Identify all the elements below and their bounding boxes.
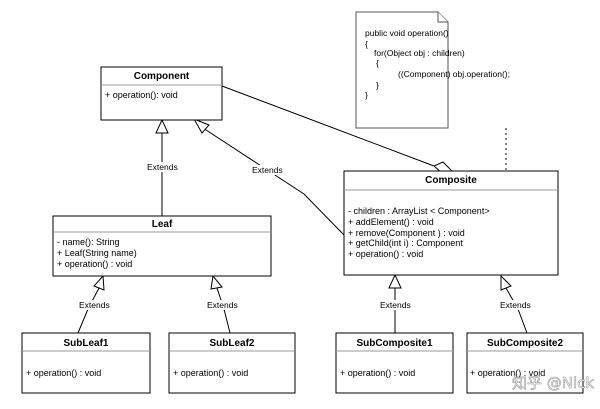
watermark: 知乎 @Nick — [512, 374, 594, 392]
class-name: Component — [134, 71, 190, 82]
edge-label-subleaf2-leaf: Extends — [207, 300, 238, 310]
class-leaf[interactable]: Leaf - name(): String + Leaf(String name… — [52, 215, 272, 277]
edge-label-subleaf1-leaf: Extends — [79, 300, 110, 310]
generalization-arrow-subcomposite1 — [388, 273, 402, 289]
code-note: public void operation() { for(Object obj… — [355, 11, 510, 129]
note-line-3: for(Object obj : children) — [374, 48, 465, 58]
class-component[interactable]: Component + operation(): void — [100, 66, 223, 121]
edge-composite-component — [202, 127, 345, 236]
edge-subleaf1-leaf — [77, 287, 100, 334]
class-member: + operation() : void — [348, 249, 423, 259]
generalization-arrow-subleaf2 — [210, 274, 223, 290]
class-member: + operation(): void — [105, 90, 178, 100]
generalization-arrow-subleaf1 — [93, 274, 105, 291]
class-subleaf2[interactable]: SubLeaf2 + operation() : void — [168, 332, 296, 394]
class-name: Composite — [425, 175, 477, 186]
class-subleaf1[interactable]: SubLeaf1 + operation() : void — [21, 332, 151, 394]
generalization-arrow-leaf — [155, 118, 169, 134]
edge-label-subcomposite2-composite: Extends — [500, 300, 531, 310]
class-member: - name(): String — [57, 237, 120, 247]
class-name: SubLeaf1 — [63, 338, 108, 349]
edge-label-subcomposite1-composite: Extends — [380, 300, 411, 310]
class-name: SubLeaf2 — [209, 338, 254, 349]
edge-label-leaf-component: Extends — [147, 162, 178, 172]
class-subcomposite2[interactable]: SubComposite2 + operation() : void — [466, 332, 584, 394]
note-line-1: public void operation() — [365, 28, 449, 38]
class-member: - children : ArrayList < Component> — [348, 206, 490, 216]
class-member: + Leaf(String name) — [57, 248, 137, 258]
generalization-arrow-composite — [192, 118, 210, 134]
class-member: + operation() : void — [57, 259, 132, 269]
class-member: + getChild(int i) : Component — [348, 238, 463, 248]
edge-aggregation-children — [221, 85, 435, 167]
note-line-6: } — [376, 80, 379, 90]
class-member: + remove(Component ) : void — [348, 228, 465, 238]
class-composite[interactable]: Composite - children : ArrayList < Compo… — [343, 170, 559, 276]
class-subcomposite1[interactable]: SubComposite1 + operation() : void — [335, 332, 454, 394]
note-line-7: } — [365, 90, 368, 100]
note-line-2: { — [365, 39, 368, 49]
class-member: + operation() : void — [470, 368, 545, 378]
class-member: + operation() : void — [340, 368, 415, 378]
edge-subleaf2-leaf — [216, 287, 231, 334]
class-name: Leaf — [152, 219, 173, 230]
class-member: + operation() : void — [173, 368, 248, 378]
class-member: + operation() : void — [26, 368, 101, 378]
class-name: SubComposite2 — [487, 338, 564, 349]
edge-subcomposite2-composite — [505, 287, 528, 334]
note-line-5: ((Component) obj.operation(); — [398, 69, 510, 79]
edge-label-composite-component: Extends — [252, 165, 283, 175]
note-line-4: { — [376, 58, 379, 68]
generalization-arrow-subcomposite2 — [500, 274, 512, 291]
class-name: SubComposite1 — [356, 338, 433, 349]
class-member: + addElement() : void — [348, 217, 434, 227]
